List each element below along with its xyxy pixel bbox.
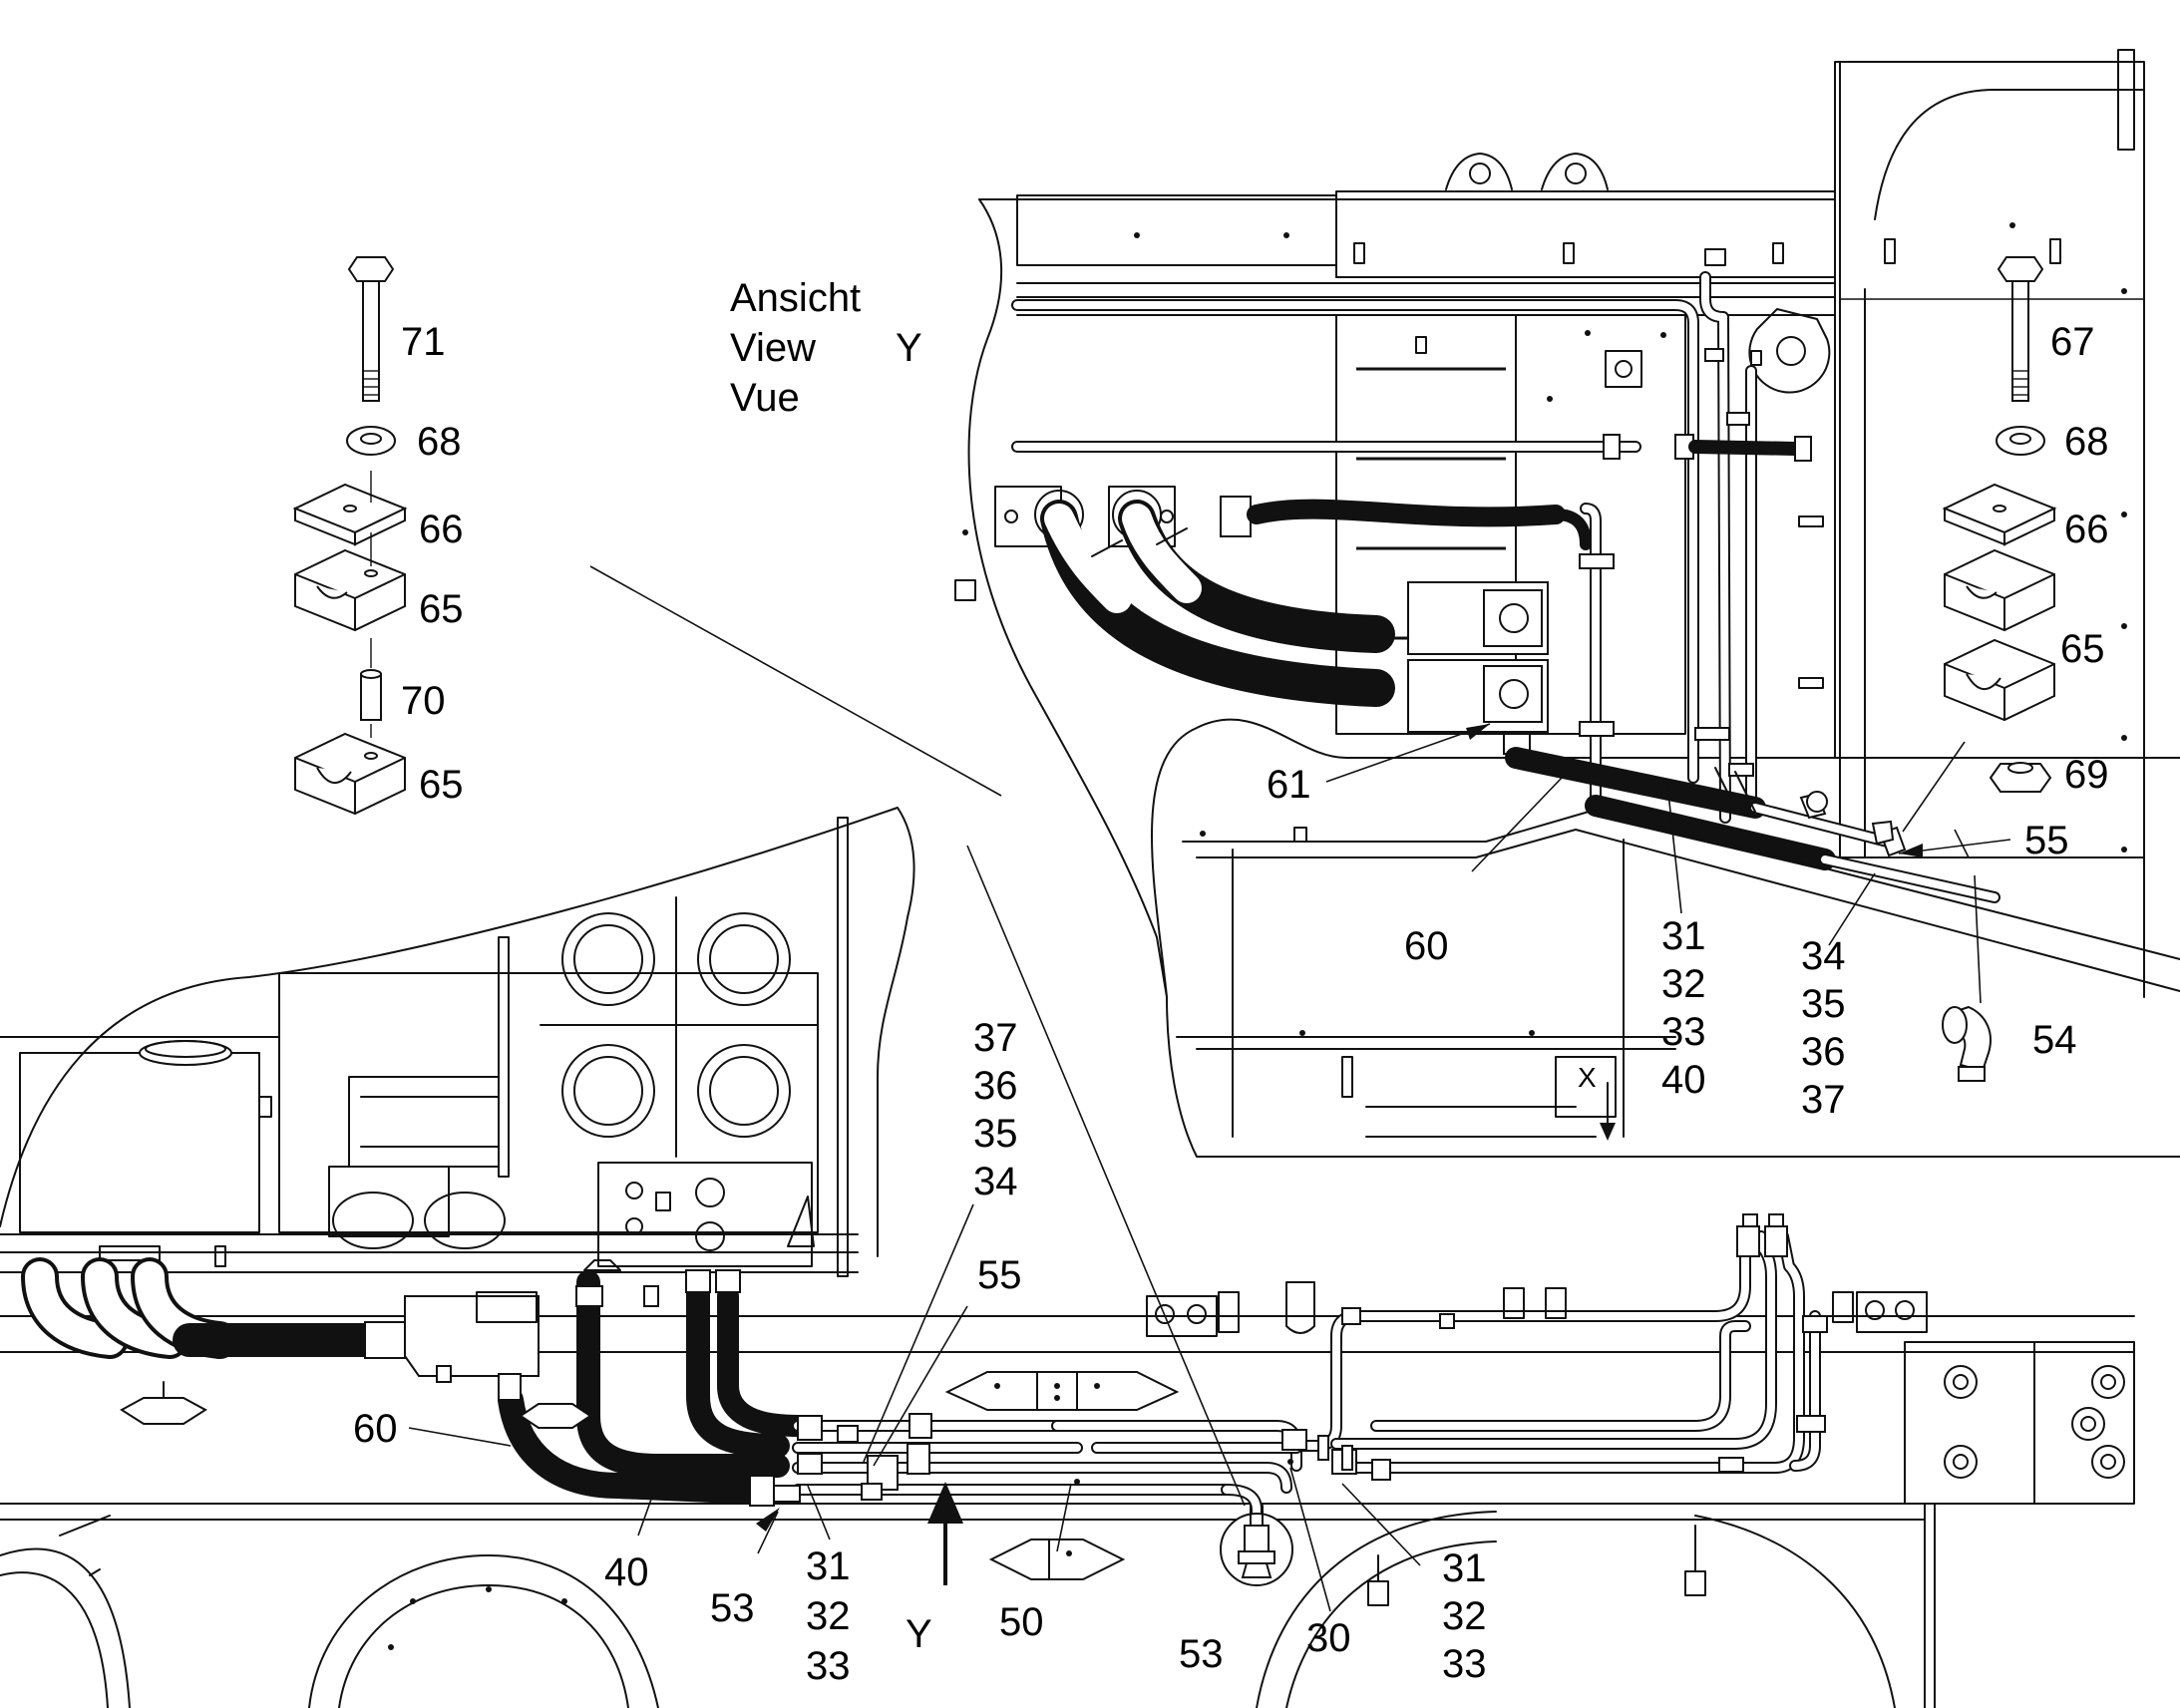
detail-view-y: X — [954, 49, 2180, 1158]
callout-65-right: 65 — [2060, 627, 2105, 671]
callout-32-right: 32 — [1442, 1594, 1487, 1638]
callout-53-main: 53 — [710, 1586, 755, 1630]
callout-31-main: 31 — [806, 1544, 851, 1588]
spacer-sleeve — [360, 638, 382, 738]
callout-35-main: 35 — [973, 1112, 1018, 1156]
callout-32-detail: 32 — [1661, 962, 1706, 1006]
y-direction-label: Y — [906, 1612, 932, 1656]
callout-53-circle: 53 — [1179, 1632, 1224, 1676]
beam-brackets — [120, 1281, 1928, 1580]
callout-55-detail: 55 — [2024, 819, 2069, 862]
callout-37-main: 37 — [973, 1016, 1018, 1060]
view-label-letter: Y — [896, 326, 922, 370]
callout-35-detail: 35 — [1801, 982, 1846, 1026]
callout-70: 70 — [401, 679, 446, 723]
clamp-stack-right — [1942, 256, 2057, 793]
washer-left — [346, 426, 396, 456]
callout-66-left: 66 — [419, 508, 464, 551]
callout-37-detail: 37 — [1801, 1078, 1846, 1122]
callout-36-detail: 36 — [1801, 1030, 1846, 1074]
view-label-ansicht: Ansicht — [730, 276, 861, 320]
bolt-left — [347, 256, 395, 402]
sloped-frame: X — [1176, 809, 2180, 1141]
callout-61: 61 — [1267, 763, 1311, 807]
callout-30: 30 — [1306, 1616, 1351, 1660]
callout-31-detail: 31 — [1661, 914, 1706, 958]
callout-65-left-upper: 65 — [419, 587, 464, 631]
view-direction-arrow: Y — [906, 1482, 963, 1656]
callout-69: 69 — [2064, 753, 2109, 797]
callout-66-right: 66 — [2064, 508, 2109, 551]
callout-40-main: 40 — [604, 1550, 649, 1594]
callout-33-right: 33 — [1442, 1642, 1487, 1686]
callout-34-detail: 34 — [1801, 934, 1846, 978]
view-label-view: View — [730, 326, 816, 370]
callout-31-right: 31 — [1442, 1546, 1487, 1590]
cover-plate-left — [292, 471, 408, 546]
nut-right — [1989, 762, 2052, 793]
fitting-detail-53 — [1220, 1505, 1293, 1586]
top-beam — [1016, 153, 1836, 316]
callout-67: 67 — [2050, 320, 2095, 364]
washer-right — [1996, 426, 2045, 456]
callout-33-detail: 33 — [1661, 1010, 1706, 1054]
callout-50: 50 — [999, 1600, 1044, 1644]
view-label-vue: Vue — [730, 376, 800, 420]
callout-68-right: 68 — [2064, 420, 2109, 464]
clamp-half-upper-right — [1944, 548, 2055, 632]
callout-32-main: 32 — [806, 1594, 851, 1638]
detail-big-hoses — [1040, 500, 1395, 707]
engine-compartment — [0, 817, 859, 1277]
clamp-half-lower-left — [294, 732, 406, 816]
x-marker: X — [1578, 1062, 1597, 1093]
clamp-half-lower-right — [1944, 638, 2055, 722]
callout-60-main: 60 — [353, 1407, 398, 1451]
leader-lines — [408, 565, 2011, 1612]
view-label: Ansicht View Vue Y — [730, 276, 922, 420]
right-cabinet — [1684, 276, 1836, 759]
vertical-pipes — [1011, 271, 1812, 824]
callout-40-detail: 40 — [1661, 1058, 1706, 1102]
elbow-fitting-54 — [1942, 1005, 1992, 1082]
callout-71: 71 — [401, 320, 446, 364]
callout-33-main: 33 — [806, 1644, 851, 1688]
cover-plate-right — [1942, 483, 2057, 546]
callout-34-main: 34 — [973, 1160, 1018, 1203]
part-callouts: 71 68 66 65 70 65 67 68 66 65 69 61 60 5… — [353, 320, 2109, 1688]
clamp-stack-left — [292, 256, 408, 816]
lower-wheels — [0, 1511, 1896, 1708]
main-machine: Y — [0, 807, 2135, 1708]
valve-blocks — [1220, 496, 1592, 755]
callout-60-detail: 60 — [1404, 924, 1449, 968]
callout-55-main: 55 — [977, 1253, 1022, 1297]
callout-54: 54 — [2032, 1018, 2077, 1062]
clamp-half-upper-left — [294, 532, 406, 632]
callout-68-left: 68 — [417, 420, 462, 464]
callout-65-left-lower: 65 — [419, 763, 464, 807]
main-hose-assembly — [21, 1257, 809, 1505]
bolt-right — [1997, 256, 2044, 402]
sloped-hoses — [1505, 747, 2000, 903]
callout-36-main: 36 — [973, 1064, 1018, 1108]
tube-lines — [749, 1213, 1828, 1541]
